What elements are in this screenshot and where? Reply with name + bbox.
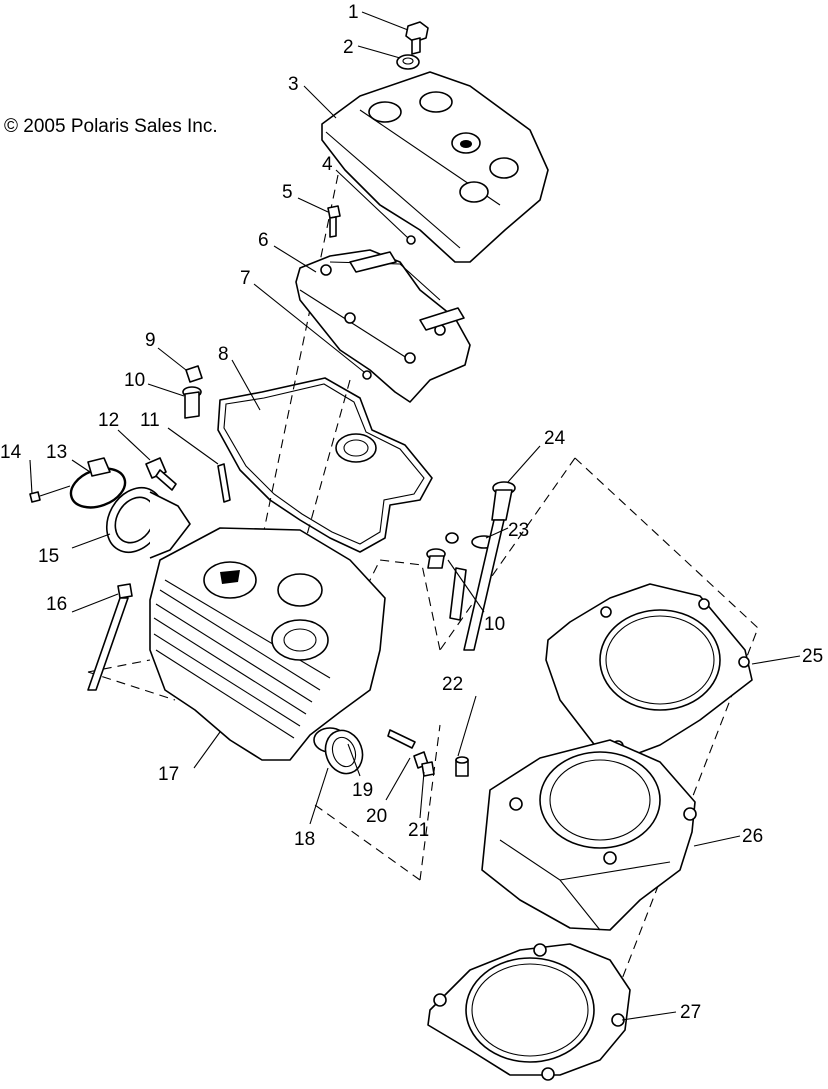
sealing-washer	[396, 54, 420, 70]
callout-18: 18	[294, 829, 315, 850]
clamp-screw	[29, 485, 71, 503]
holder-dowel-pin	[362, 370, 372, 380]
callout-13: 13	[46, 442, 67, 463]
callout-8: 8	[218, 344, 229, 365]
callout-21: 21	[408, 820, 429, 841]
callout-11: 11	[140, 410, 160, 431]
cylinder-base-gasket	[427, 943, 631, 1081]
cylinder	[481, 739, 697, 931]
callout-3: 3	[288, 74, 299, 95]
leader-lines	[29, 11, 801, 1021]
head-stud	[217, 463, 231, 503]
callout-4: 4	[322, 154, 333, 175]
copyright-notice: © 2005 Polaris Sales Inc.	[4, 116, 218, 137]
valve-cover-gasket	[217, 377, 433, 553]
callout-20: 20	[366, 806, 387, 827]
callout-14: 14	[0, 442, 22, 463]
callout-10: 10	[124, 370, 145, 391]
stud-lower	[426, 548, 467, 621]
callout-22: 22	[442, 674, 463, 695]
callout-6: 6	[258, 230, 269, 251]
callout-5: 5	[282, 182, 293, 203]
cylinder-head-gasket	[545, 583, 753, 761]
callout-19: 19	[352, 780, 373, 801]
callout-17: 17	[158, 764, 179, 785]
callout-26: 26	[742, 826, 763, 847]
callout-9: 9	[145, 330, 156, 351]
spring	[387, 729, 416, 749]
callout-27: 27	[680, 1002, 701, 1023]
intake-bolt	[145, 457, 177, 491]
callout-2: 2	[343, 37, 354, 58]
callout-labels: 1 2 3 4 5 6 7 8 9 10 11 12 13 14 15 16 1…	[0, 2, 823, 1023]
cylinder-head-bolt	[87, 583, 133, 691]
intake-boot	[105, 487, 191, 559]
camshaft-cap-bolt	[327, 205, 341, 238]
callout-16: 16	[46, 594, 67, 615]
valve-cover	[321, 71, 549, 263]
hose-clamp	[69, 457, 127, 509]
callout-24: 24	[544, 428, 566, 449]
dowel-pin	[406, 235, 416, 245]
o-ring	[324, 729, 364, 775]
assembly-dashed-lines	[87, 174, 759, 1011]
callout-15: 15	[38, 546, 59, 567]
callout-7: 7	[240, 268, 251, 289]
callout-12: 12	[98, 410, 119, 431]
valve-cover-bolt	[405, 21, 429, 55]
nut-top	[185, 365, 203, 383]
camshaft-holder	[295, 249, 471, 403]
callout-1: 1	[348, 2, 359, 23]
callout-23: 23	[508, 520, 529, 541]
cylinder-head	[149, 527, 386, 761]
callout-25: 25	[802, 646, 823, 667]
callout-10-lower: 10	[484, 614, 505, 635]
cylinder-bolt	[463, 481, 516, 651]
stud-top	[182, 386, 202, 419]
cylinder-dowel	[455, 756, 469, 777]
check-ball	[421, 761, 435, 777]
